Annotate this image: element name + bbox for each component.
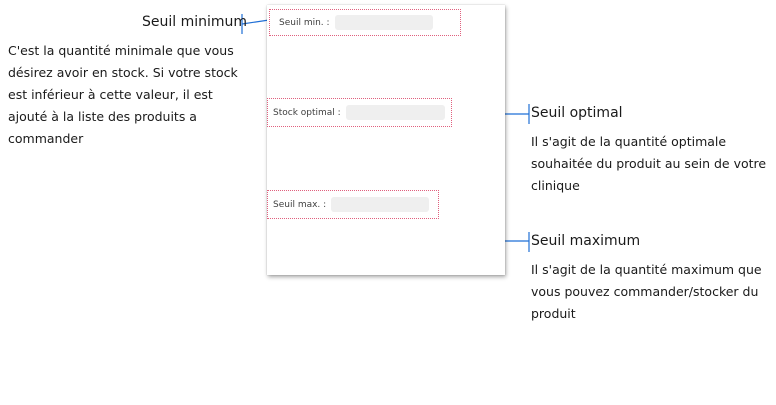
stock-optimal-field: Stock optimal : bbox=[267, 98, 452, 127]
stock-optimal-input[interactable] bbox=[345, 105, 445, 120]
annotation-minimum-title: Seuil minimum bbox=[142, 14, 248, 30]
seuil-max-field: Seuil max. : bbox=[267, 190, 439, 219]
annotation-minimum-description: C'est la quantité minimale que vous dési… bbox=[8, 43, 238, 146]
seuil-min-field: Seuil min. : bbox=[269, 9, 461, 36]
stock-threshold-panel: Seuil min. : Stock optimal : Seuil max. … bbox=[267, 5, 505, 275]
annotation-maximum-description: Il s'agit de la quantité maximum que vou… bbox=[531, 262, 762, 321]
seuil-min-label: Seuil min. : bbox=[279, 17, 330, 28]
seuil-max-label: Seuil max. : bbox=[273, 199, 327, 210]
seuil-min-input[interactable] bbox=[334, 15, 433, 30]
annotation-optimal-description: Il s'agit de la quantité optimale souhai… bbox=[531, 134, 767, 193]
annotation-maximum-title: Seuil maximum bbox=[531, 233, 641, 249]
stock-optimal-label: Stock optimal : bbox=[273, 107, 341, 118]
annotation-optimal-title: Seuil optimal bbox=[531, 105, 623, 121]
seuil-max-input[interactable] bbox=[331, 197, 430, 212]
